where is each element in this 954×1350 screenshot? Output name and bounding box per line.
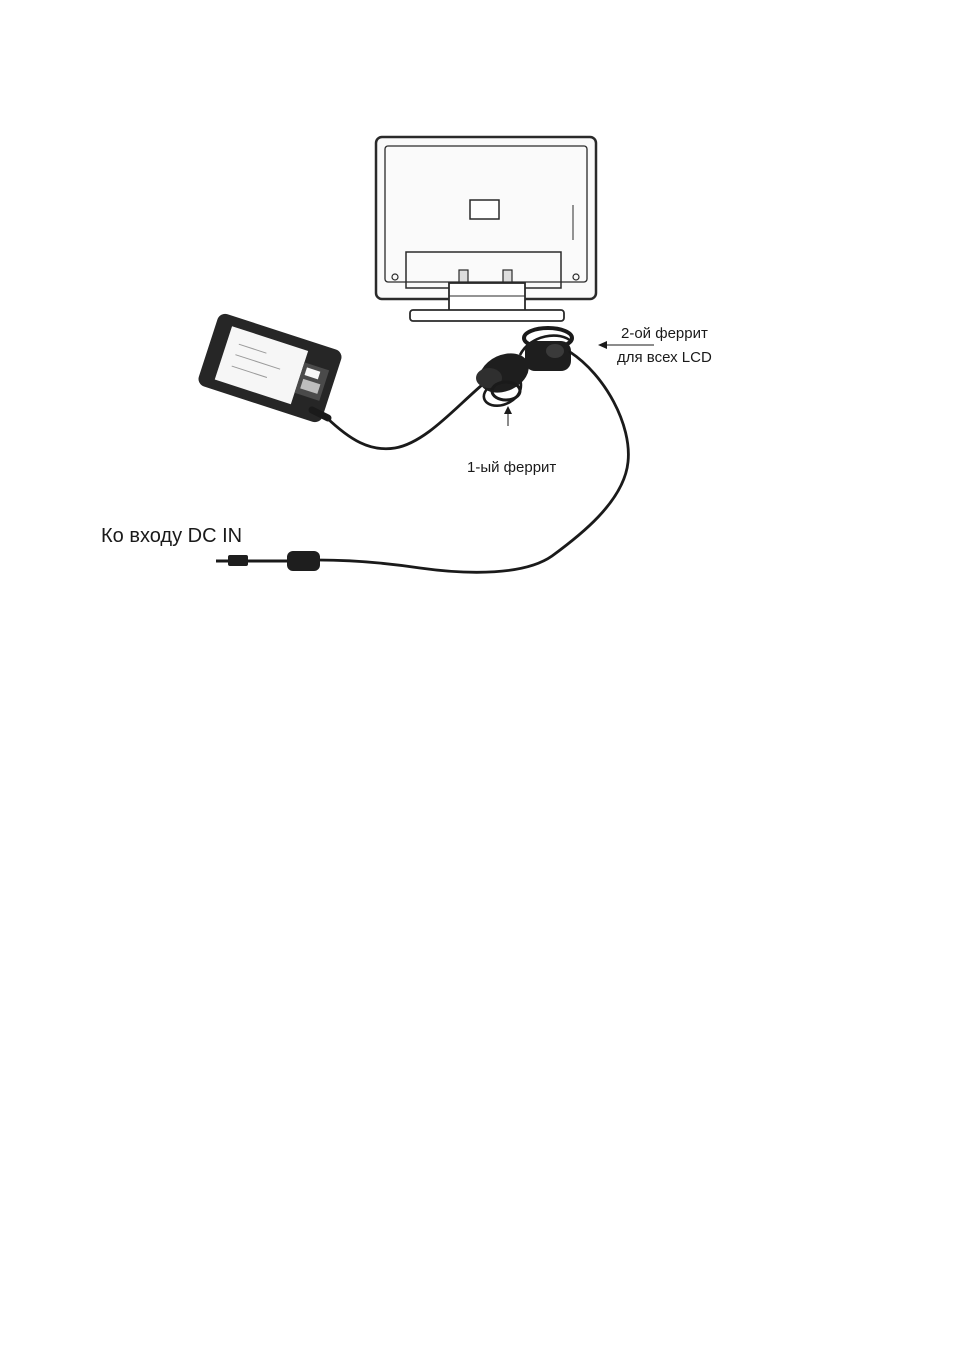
arrow-first-ferrite bbox=[504, 406, 512, 426]
second-ferrite bbox=[524, 328, 572, 371]
label-first-ferrite: 1-ый феррит bbox=[467, 460, 556, 475]
arrow-second-ferrite bbox=[598, 341, 654, 349]
label-dc-in: Ко входу DC IN bbox=[101, 526, 242, 546]
dc-plug-body bbox=[228, 555, 248, 566]
monitor-label-plate bbox=[470, 200, 499, 219]
port-left bbox=[459, 270, 468, 282]
label-second-ferrite-note: для всех LCD bbox=[617, 350, 712, 365]
adapter-cable bbox=[326, 385, 482, 449]
monitor-stand-neck bbox=[449, 283, 525, 311]
power-adapter bbox=[196, 312, 343, 424]
label-second-ferrite: 2-ой феррит bbox=[621, 326, 708, 341]
lcd-monitor bbox=[376, 137, 596, 321]
inline-ferrite bbox=[287, 551, 320, 571]
port-right bbox=[503, 270, 512, 282]
monitor-stand-base bbox=[410, 310, 564, 321]
